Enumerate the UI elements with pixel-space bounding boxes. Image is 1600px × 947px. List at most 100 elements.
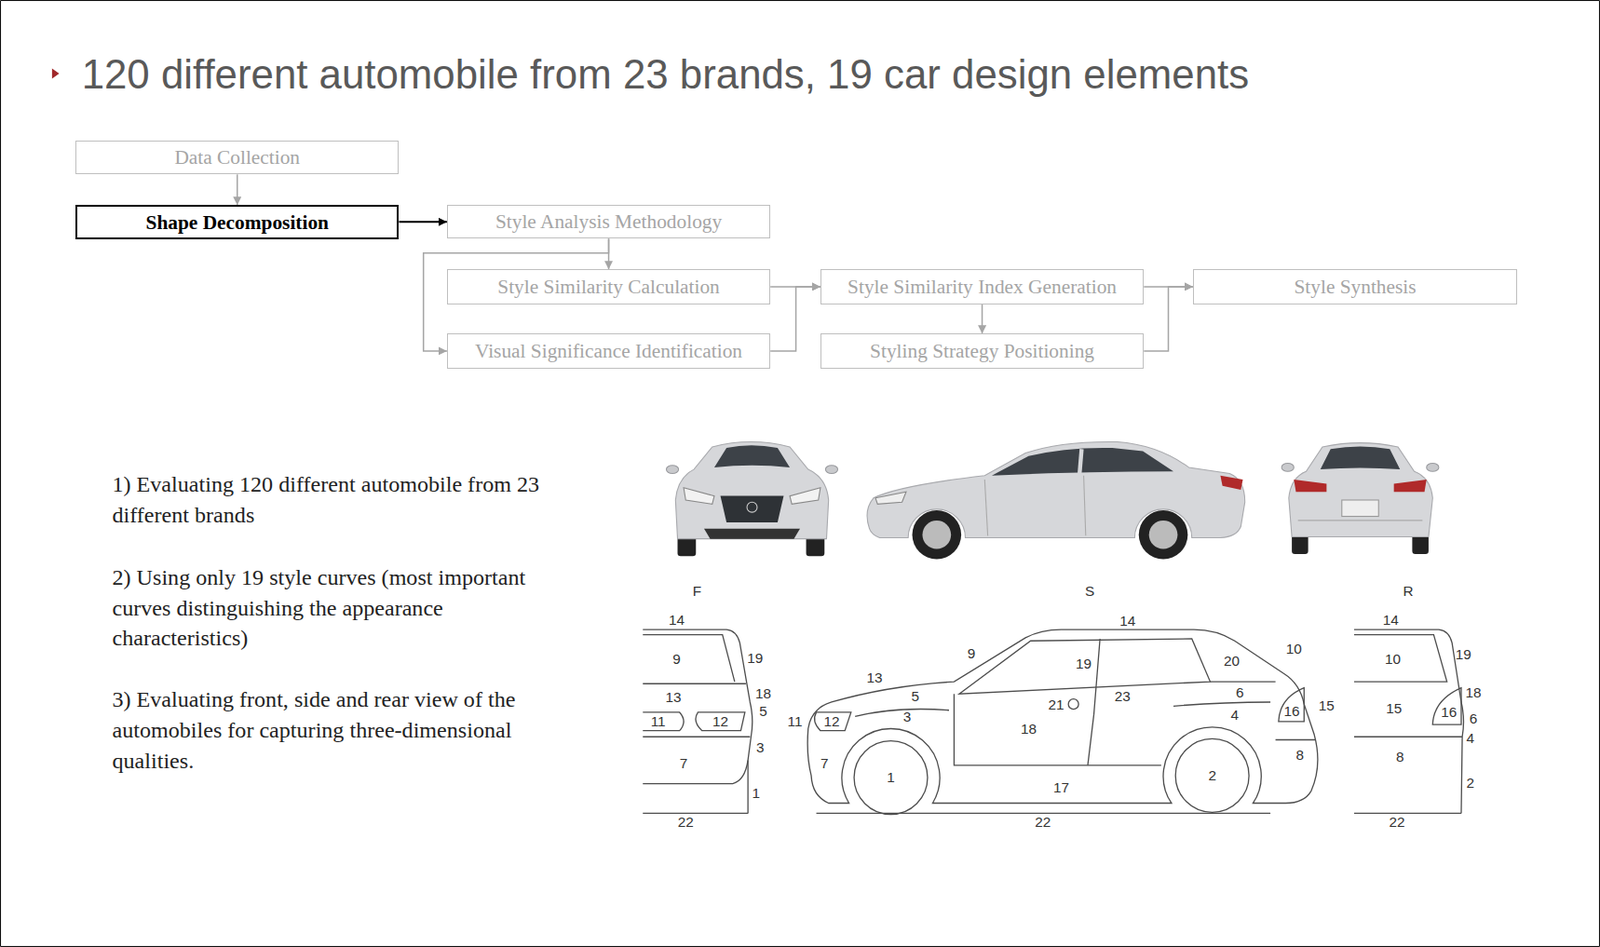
callout-number: 2 bbox=[1466, 776, 1476, 791]
active-step-box: Shape Decomposition bbox=[75, 204, 399, 240]
door-line bbox=[984, 479, 988, 536]
tail-light bbox=[1394, 479, 1427, 492]
process-box: Data Collection bbox=[75, 140, 399, 175]
rear-photo bbox=[1281, 443, 1439, 555]
mirror bbox=[1281, 463, 1294, 473]
callout-number: 13 bbox=[665, 691, 682, 706]
callout-number: 20 bbox=[1223, 653, 1240, 668]
callout-number: 16 bbox=[1284, 704, 1301, 719]
callout-number: 14 bbox=[1119, 614, 1136, 629]
rim bbox=[922, 520, 951, 550]
style-curve bbox=[1275, 739, 1316, 741]
callout-number: 22 bbox=[1388, 814, 1405, 829]
style-curve bbox=[1354, 813, 1462, 814]
callout-number: 17 bbox=[1053, 780, 1070, 795]
callout-number: 8 bbox=[1396, 749, 1405, 764]
callout-number: 10 bbox=[1384, 651, 1401, 666]
bullet-text: 1) Evaluating 120 different automobile f… bbox=[112, 469, 579, 531]
process-box: Style Similarity Index Generation bbox=[820, 269, 1144, 304]
logo bbox=[746, 501, 758, 513]
style-curve bbox=[642, 683, 746, 685]
callout-number: 9 bbox=[967, 647, 977, 662]
headlight bbox=[683, 488, 715, 505]
bumper-line bbox=[1298, 519, 1424, 521]
flow-arrow bbox=[1143, 286, 1194, 352]
process-box: Styling Strategy Positioning bbox=[820, 333, 1144, 368]
callout-number: 19 bbox=[1455, 648, 1472, 663]
step-label: Data Collection bbox=[174, 146, 300, 170]
style-curve bbox=[642, 712, 684, 732]
wheel bbox=[912, 510, 963, 560]
style-curve bbox=[746, 759, 748, 814]
process-box: Style Synthesis bbox=[1193, 269, 1518, 304]
side-photo bbox=[867, 441, 1246, 559]
callout-number: 11 bbox=[787, 714, 803, 729]
callout-number: 22 bbox=[677, 814, 694, 829]
style-curve bbox=[642, 736, 750, 738]
grille bbox=[720, 496, 785, 523]
callout-number: 6 bbox=[1469, 712, 1478, 727]
callout-number: 1 bbox=[886, 770, 895, 785]
fuel-cap bbox=[1068, 699, 1079, 710]
style-curve bbox=[959, 638, 1211, 694]
door-line bbox=[1084, 475, 1086, 537]
callout-number: 15 bbox=[1318, 699, 1335, 714]
style-curve bbox=[1354, 736, 1463, 738]
style-curve bbox=[695, 712, 746, 732]
style-curve bbox=[1354, 629, 1465, 814]
callout-number: 13 bbox=[866, 670, 882, 685]
wheel bbox=[1138, 510, 1189, 560]
callout-number: 22 bbox=[1034, 814, 1051, 829]
style-curve bbox=[807, 629, 1318, 803]
tail-light bbox=[1220, 475, 1243, 490]
wheel-outline bbox=[854, 741, 928, 815]
car-body bbox=[1288, 443, 1433, 538]
step-label: Style Similarity Calculation bbox=[497, 275, 720, 299]
step-label: Style Synthesis bbox=[1293, 275, 1416, 299]
callout-number: 12 bbox=[712, 714, 729, 729]
mirror bbox=[1426, 463, 1439, 473]
wheel-outline bbox=[1175, 738, 1249, 813]
style-curve bbox=[1173, 702, 1271, 706]
front-photo bbox=[665, 442, 838, 557]
front-line-drawing bbox=[642, 629, 753, 814]
style-curve bbox=[642, 635, 735, 682]
callout-number: 10 bbox=[1286, 641, 1302, 656]
view-letter: S bbox=[1084, 584, 1095, 599]
b-pillar bbox=[1079, 448, 1082, 474]
style-curve bbox=[814, 712, 852, 732]
flow-arrow bbox=[770, 286, 821, 352]
headlight bbox=[789, 488, 821, 505]
callout-number: 19 bbox=[1075, 657, 1092, 672]
style-curve bbox=[642, 629, 753, 784]
callout-number: 15 bbox=[1385, 702, 1402, 717]
side-window bbox=[991, 447, 1174, 476]
step-label: Style Analysis Methodology bbox=[495, 210, 722, 234]
bullet-text: 3) Evaluating front, side and rear view … bbox=[112, 684, 579, 777]
style-curve bbox=[1354, 635, 1448, 682]
callout-number: 7 bbox=[820, 756, 829, 771]
title-bullet bbox=[52, 67, 60, 79]
flow-arrow bbox=[398, 220, 448, 223]
callout-number: 4 bbox=[1466, 732, 1476, 746]
callout-number: 18 bbox=[1465, 685, 1482, 700]
intake bbox=[704, 528, 800, 540]
style-curve bbox=[1278, 688, 1304, 722]
tail-light bbox=[1293, 479, 1327, 492]
callout-number: 16 bbox=[1440, 705, 1457, 719]
callout-number: 18 bbox=[1020, 722, 1037, 737]
bullet-text: 2) Using only 19 style curves (most impo… bbox=[112, 562, 579, 655]
process-box: Style Analysis Methodology bbox=[447, 204, 771, 239]
headlight bbox=[875, 491, 907, 504]
step-label: Shape Decomposition bbox=[146, 211, 329, 235]
callout-number: 6 bbox=[1235, 685, 1245, 700]
flow-arrow bbox=[236, 174, 239, 205]
step-label: Style Similarity Index Generation bbox=[847, 275, 1117, 299]
style-curve bbox=[1432, 688, 1462, 725]
rear-line-drawing bbox=[1354, 629, 1465, 814]
callout-number: 14 bbox=[1383, 612, 1399, 627]
callout-number: 11 bbox=[650, 714, 666, 729]
callout-number: 12 bbox=[823, 714, 840, 729]
process-box: Visual Significance Identification bbox=[447, 333, 771, 368]
